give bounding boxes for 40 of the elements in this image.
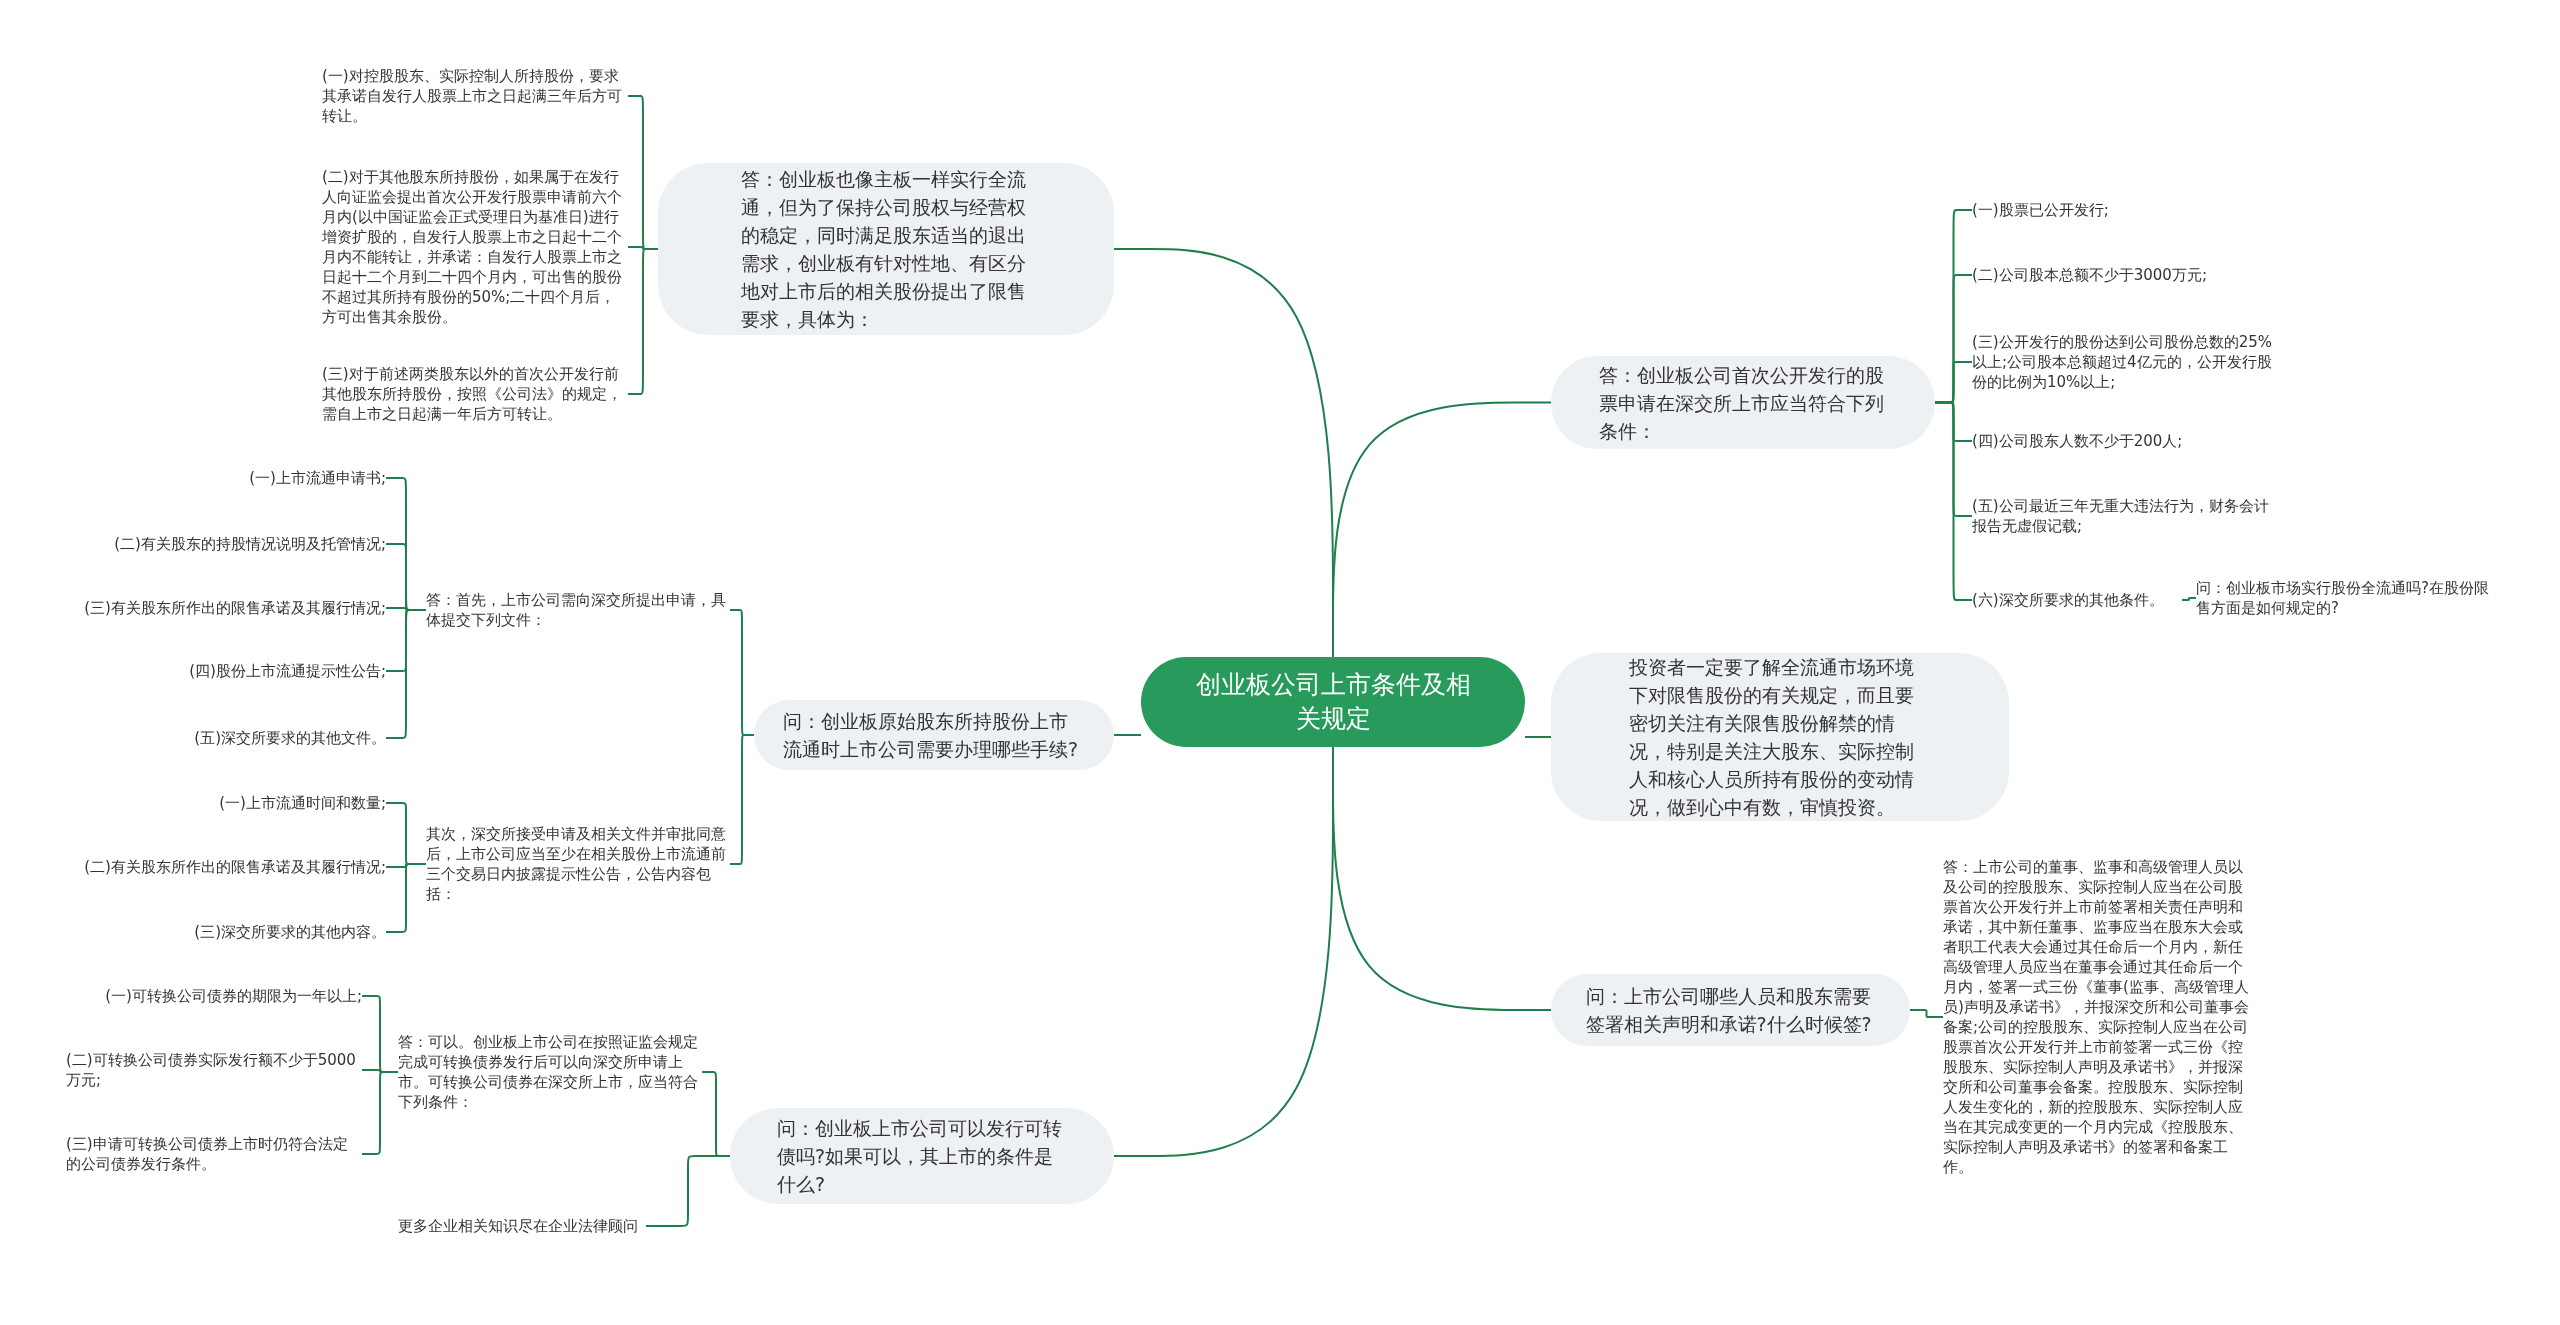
note-text: (三)有关股东所作出的限售承诺及其履行情况; [84, 598, 386, 618]
connector-line [2181, 597, 2197, 601]
topic-text: 问：创业板原始股东所持股份上市流通时上市公司需要办理哪些手续? [783, 709, 1080, 762]
note-text: (二)有关股东的持股情况说明及托管情况; [114, 534, 386, 554]
note-text: (一)对控股股东、实际控制人所持股份，要求其承诺自发行人股票上市之日起满三年后方可转让。 [322, 66, 623, 126]
note-text: 答：首先，上市公司需向深交所提出申请，具体提交下列文件： [426, 590, 727, 630]
note-text: (一)上市流通申请书; [249, 468, 386, 488]
note-text: (三)申请可转换公司债券上市时仍符合法定的公司债券发行条件。 [66, 1134, 349, 1174]
topic-text: 答：创业板公司首次公开发行的股票申请在深交所上市应当符合下列条件： [1599, 362, 1885, 444]
note-text: (三)公开发行的股份达到公司股份总数的25%以上;公司股本总额超过4亿元的，公开发行股份的比例为10%以上; [1972, 332, 2274, 392]
topic-text: 问：上市公司哪些人员和股东需要签署相关声明和承诺?什么时候签? [1585, 984, 1873, 1037]
note-text: (五)深交所要求的其他文件。 [194, 728, 386, 748]
note-text: 问：创业板市场实行股份全流通吗?在股份限售方面是如何规定的? [2196, 578, 2490, 618]
note-text: 更多企业相关知识尽在企业法律顾问 [398, 1216, 638, 1236]
topic-text: 投资者一定要了解全流通市场环境下对限售股份的有关规定，而且要密切关注有关限售股份解禁的情况，特别是关注大股东、实际控制人和核心人员所持有股份的变动情况，做到心中有数，审慎投资。 [1629, 655, 1915, 820]
note-text: (三)对于前述两类股东以外的首次公开发行前其他股东所持股份，按照《公司法》的规定，需自上市之日起满一年后方可转让。 [322, 364, 623, 424]
note-text: (一)上市流通时间和数量; [219, 793, 386, 813]
connector-line [645, 1155, 731, 1227]
note-text: (二)对于其他股东所持股份，如果属于在发行人向证监会提出首次公开发行股票申请前六个月内(以中国证监会正式受理日为基准日)进行增资扩股的，自发行人股票上市之日起十二个月内不能转让，并承诺：自发行人股票上市之日起十二个月到二十四个月内，可出售的股份不超过其所持有股份的50%;二十四个月后，方可出售其余股份。 [322, 167, 623, 327]
note-text: (二)有关股东所作出的限售承诺及其履行情况; [84, 857, 386, 877]
connector-line [1524, 736, 1552, 738]
topic-text: 答：创业板也像主板一样实行全流通，但为了保持公司股权与经营权的稳定，同时满足股东适当的退出需求，创业板有针对性地、有区分地对上市后的相关股份提出了限售要求，具体为： [741, 167, 1027, 332]
topic-bubble [1551, 653, 2009, 821]
note-text: (一)股票已公开发行; [1972, 200, 2109, 220]
note-text: 答：可以。创业板上市公司在按照证监会规定完成可转换债券发行后可以向深交所申请上市。可转换公司债券在深交所上市，应当符合下列条件： [398, 1032, 699, 1112]
note-text: (四)公司股东人数不少于200人; [1972, 431, 2183, 451]
note-text: (一)可转换公司债券的期限为一年以上; [105, 986, 362, 1006]
topic-title: 创业板公司上市条件及相关规定 [1194, 669, 1472, 735]
topic-text: 问：创业板上市公司可以发行可转债吗?如果可以，其上市的条件是什么? [777, 1116, 1063, 1197]
note-text: (六)深交所要求的其他条件。 [1972, 590, 2164, 610]
topic-bubble [658, 163, 1114, 335]
note-text: (四)股份上市流通提示性公告; [189, 661, 386, 681]
note-text: (三)深交所要求的其他内容。 [194, 922, 386, 942]
connector-line [1113, 734, 1142, 736]
note-text: (二)可转换公司债券实际发行额不少于5000万元; [66, 1050, 357, 1090]
connector-line [1909, 1009, 1944, 1018]
note-text: 其次，深交所接受申请及相关文件并审批同意后，上市公司应当至少在相关股份上市流通前三个交易日内披露提示性公告，公告内容包括： [426, 824, 727, 904]
note-text: 答：上市公司的董事、监事和高级管理人员以及公司的控股股东、实际控制人应当在公司股票首次公开发行并上市前签署相关责任声明和承诺，其中新任董事、监事应当在股东大会或者职工代表大会通过其任命后一个月内，新任高级管理人员应当在董事会通过其任命后一个月内，签署一式三份《董事(监事、高级管理人员)声明及承诺书》，并报深交所和公司董事会备案;公司的控股股东、实际控制人应当在公司股票首次公开发行并上市前签署一式三份《控股股东、实际控制人声明及承诺书》，并报深交所和公司董事会备案。控股股东、实际控制人发生变化的，新的控股股东、实际控制人应当在其完成变更的一个月内完成《控股股东、实际控制人声明及承诺书》的签署和备案工作。 [1943, 857, 2249, 1177]
note-text: (五)公司最近三年无重大违法行为，财务会计报告无虚假记载; [1972, 496, 2270, 536]
note-text: (二)公司股本总额不少于3000万元; [1972, 265, 2207, 285]
